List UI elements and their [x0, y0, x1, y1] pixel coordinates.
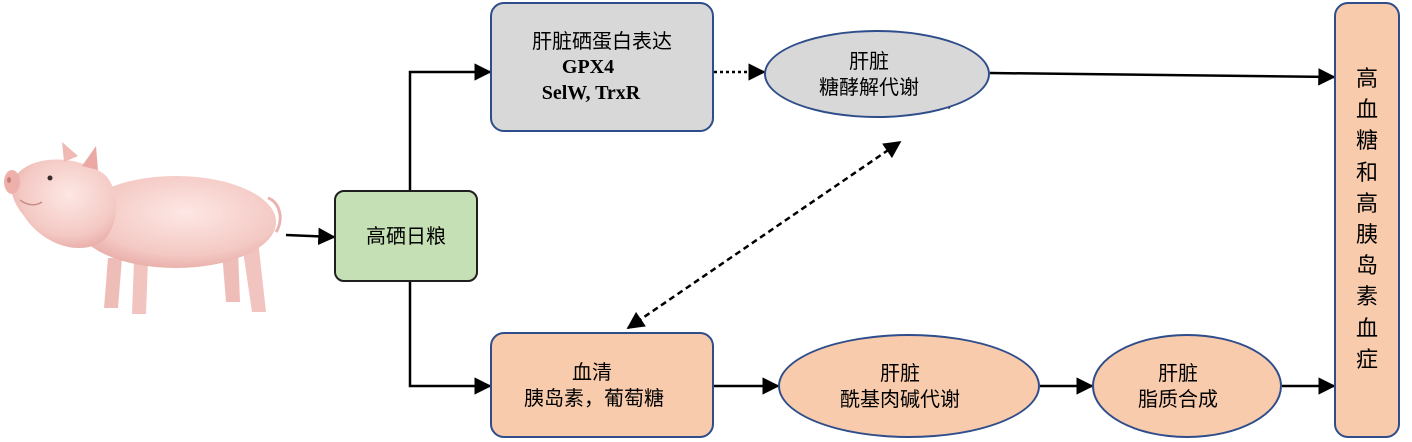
outcome-char: 岛	[1355, 254, 1378, 280]
arrow-pig-to-diet	[285, 227, 336, 246]
outcome-box: 高 血 糖 和 高 胰 岛 素 血 症	[1334, 2, 1400, 438]
liver-lipid-ellipse: 肝脏 脂质合成	[1092, 334, 1282, 438]
pig-icon	[4, 142, 282, 314]
outcome-char: 症	[1355, 347, 1378, 373]
diet-label: 高硒日粮	[366, 224, 446, 248]
liver-acylcarnitine-ellipse: 肝脏 酰基肉碱代谢	[778, 334, 1040, 438]
serum-box: 血清 胰岛素，葡萄糖	[490, 332, 714, 438]
outcome-char: 高	[1355, 66, 1378, 92]
liver-acylcarnitine-line2: 酰基肉碱代谢	[840, 387, 960, 411]
liver-seleno-title: 肝脏硒蛋白表达	[532, 29, 672, 53]
liver-glycolysis-line1: 肝脏	[849, 49, 889, 73]
liver-lipid-line2: 脂质合成	[1138, 387, 1218, 411]
outcome-char: 和	[1355, 160, 1378, 186]
liver-lipid-line1: 肝脏	[1158, 361, 1198, 385]
liver-glycolysis-ellipse: 肝脏 糖酵解代谢	[764, 30, 990, 118]
liver-glycolysis-line2: 糖酵解代谢	[819, 75, 919, 99]
outcome-char: 素	[1355, 285, 1378, 311]
outcome-label: 高 血 糖 和 高 胰 岛 素 血 症	[1356, 64, 1378, 376]
outcome-char: 血	[1355, 98, 1378, 124]
outcome-char: 糖	[1355, 129, 1378, 155]
arrow-serum-glycolysis-dashed	[626, 140, 902, 330]
gpx4-label: GPX4	[561, 56, 615, 78]
liver-selenoprotein-box: 肝脏硒蛋白表达 GPX4 SelW, TrxR	[490, 2, 714, 132]
arrow-diet-to-liver-seleno	[408, 63, 492, 190]
liver-acylcarnitine-line1: 肝脏	[880, 361, 920, 385]
serum-title: 血清	[572, 360, 612, 384]
selw-trxr-label: SelW, TrxR	[541, 82, 641, 104]
outcome-char: 血	[1355, 316, 1378, 342]
outcome-char: 胰	[1355, 223, 1378, 248]
arrow-diet-to-serum	[408, 282, 492, 395]
diet-box: 高硒日粮	[334, 190, 478, 282]
arrow-glycolysis-to-outcome	[989, 68, 1336, 86]
outcome-char: 高	[1355, 191, 1378, 217]
serum-line2: 胰岛素，葡萄糖	[524, 386, 664, 410]
